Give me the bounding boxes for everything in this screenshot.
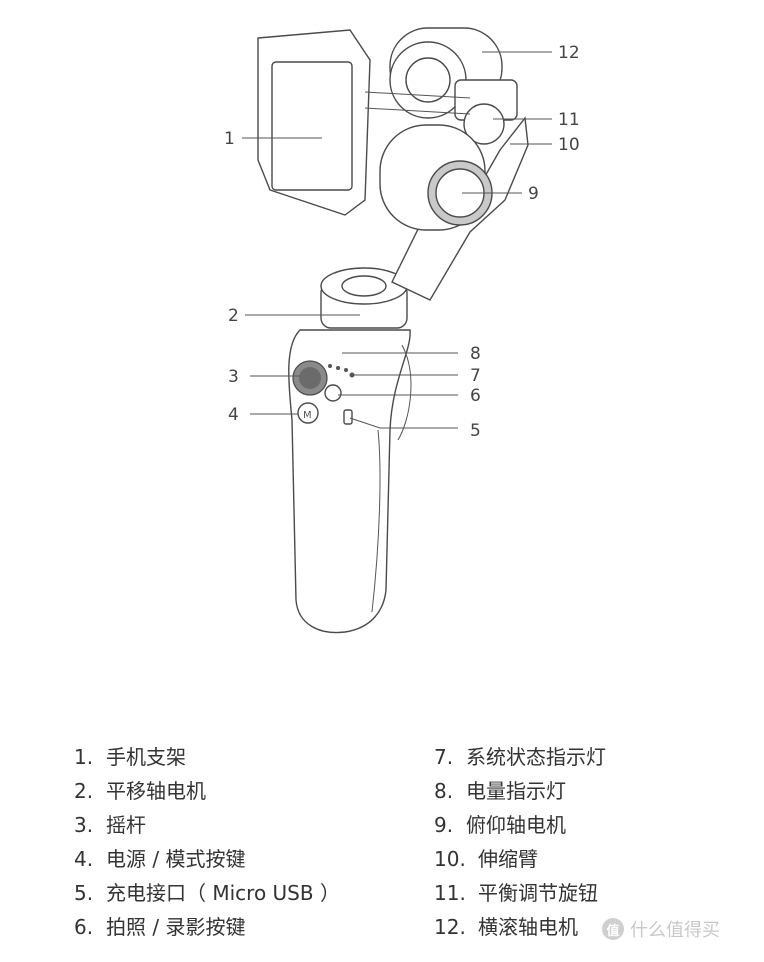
gimbal-diagram: M 1 2 3 4 5 6 7 8 9 10 11 12: [224, 27, 580, 634]
balance-knob: [454, 79, 518, 145]
pan-motor: [320, 267, 408, 329]
watermark-badge: 值: [602, 918, 624, 940]
legend-number: 9.: [434, 813, 454, 837]
callout-9: 9: [528, 184, 539, 204]
legend-item: 6. 拍照 / 录影按键: [74, 910, 340, 944]
joystick: [292, 360, 328, 396]
leader-lines: [242, 51, 552, 429]
legend-item: 3. 摇杆: [74, 808, 340, 842]
legend-label: 电源 / 模式按键: [106, 847, 246, 871]
callout-8: 8: [470, 344, 481, 364]
tilt-motor: [379, 124, 493, 231]
callout-11: 11: [558, 110, 580, 130]
callout-2: 2: [228, 306, 239, 326]
legend-label: 系统状态指示灯: [466, 745, 606, 769]
legend-number: 8.: [434, 779, 454, 803]
legend-number: 6.: [74, 915, 94, 939]
battery-indicators: [328, 364, 348, 372]
legend-label: 拍照 / 录影按键: [106, 915, 246, 939]
legend-item: 2. 平移轴电机: [74, 774, 340, 808]
callout-numbers: 1 2 3 4 5 6 7 8 9 10 11 12: [224, 43, 580, 441]
legend-number: 4.: [74, 847, 94, 871]
charging-port: [343, 409, 353, 425]
legend-number: 11.: [434, 881, 466, 905]
callout-3: 3: [228, 367, 239, 387]
legend-item: 9. 俯仰轴电机: [434, 808, 606, 842]
legend-right-column: 7. 系统状态指示灯 8. 电量指示灯 9. 俯仰轴电机 10. 伸缩臂 11. 平衡调节…: [434, 740, 606, 944]
legend-number: 3.: [74, 813, 94, 837]
callout-1: 1: [224, 129, 235, 149]
legend-number: 7.: [434, 745, 454, 769]
callout-6: 6: [470, 386, 481, 406]
legend-label: 充电接口（ Micro USB ）: [106, 881, 340, 905]
legend-item: 8. 电量指示灯: [434, 774, 606, 808]
legend-label: 伸缩臂: [478, 847, 538, 871]
watermark: 值 什么值得买: [602, 916, 720, 942]
legend-item: 12. 横滚轴电机: [434, 910, 606, 944]
legend-label: 平移轴电机: [106, 779, 206, 803]
shutter-record-button: [324, 384, 342, 402]
legend-number: 5.: [74, 881, 94, 905]
legend-label: 电量指示灯: [466, 779, 566, 803]
legend-number: 12.: [434, 915, 466, 939]
callout-12: 12: [558, 43, 580, 63]
legend-item: 11. 平衡调节旋钮: [434, 876, 606, 910]
legend-item: 7. 系统状态指示灯: [434, 740, 606, 774]
watermark-text: 什么值得买: [630, 920, 720, 941]
legend-item: 10. 伸缩臂: [434, 842, 606, 876]
callout-5: 5: [470, 421, 481, 441]
legend-label: 俯仰轴电机: [466, 813, 566, 837]
legend-left-column: 1. 手机支架 2. 平移轴电机 3. 摇杆 4. 电源 / 模式按键 5. 充电接口（ …: [74, 740, 340, 944]
callout-10: 10: [558, 135, 580, 155]
legend-number: 1.: [74, 745, 94, 769]
callout-4: 4: [228, 405, 239, 425]
phone-clamp: [257, 29, 471, 216]
handle: [288, 329, 412, 634]
legend-label: 横滚轴电机: [478, 915, 578, 939]
legend-item: 5. 充电接口（ Micro USB ）: [74, 876, 340, 910]
power-mode-button: M: [297, 402, 319, 424]
legend-item: 4. 电源 / 模式按键: [74, 842, 340, 876]
legend-number: 2.: [74, 779, 94, 803]
legend-label: 平衡调节旋钮: [478, 881, 598, 905]
legend-label: 手机支架: [106, 745, 186, 769]
legend-item: 1. 手机支架: [74, 740, 340, 774]
legend-number: 10.: [434, 847, 466, 871]
svg-text:M: M: [303, 410, 312, 421]
callout-7: 7: [470, 366, 481, 386]
legend-label: 摇杆: [106, 813, 146, 837]
